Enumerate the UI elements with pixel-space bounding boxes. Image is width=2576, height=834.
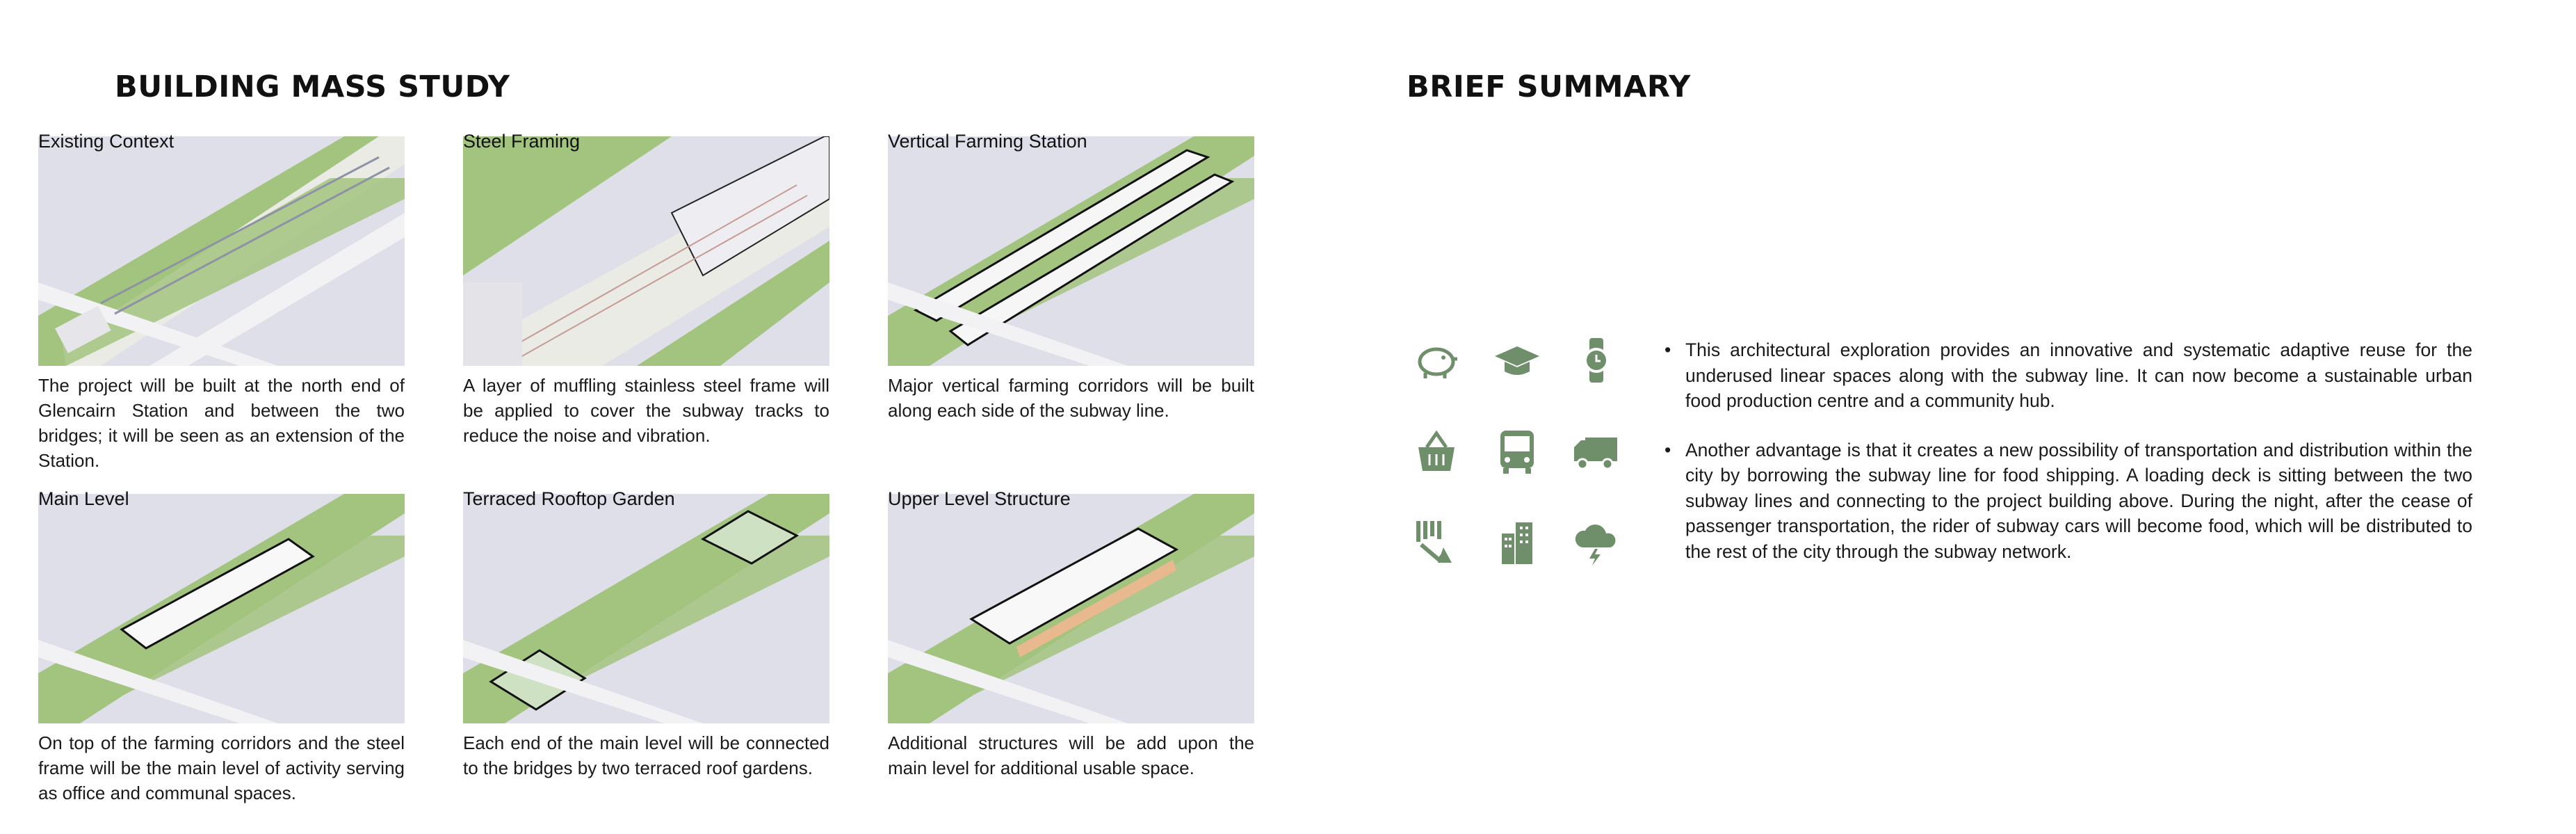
brief-summary-title: BRIEF SUMMARY <box>1407 70 1691 104</box>
vertical-farming-diagram <box>888 136 1254 366</box>
panel-steel-framing: Steel Framing A layer of muffling stainl… <box>463 131 829 448</box>
summary-bullets: This architectural exploration provides … <box>1660 337 2472 588</box>
existing-context-caption: The project will be built at the north e… <box>38 375 405 471</box>
panel-main-level: Main Level On top of the farming corrido… <box>38 488 405 805</box>
existing-context-label: Existing Context <box>38 131 175 152</box>
terraced-garden-drawing <box>463 494 829 723</box>
summary-bullet-2: Another advantage is that it creates a n… <box>1660 438 2472 565</box>
upper-level-label: Upper Level Structure <box>888 488 1071 509</box>
main-level-caption: On top of the farming corridors and the … <box>38 732 405 803</box>
terraced-garden-diagram <box>463 494 829 723</box>
main-level-diagram <box>38 494 405 723</box>
bus-icon <box>1492 426 1542 476</box>
mass-study-title: BUILDING MASS STUDY <box>115 70 510 104</box>
upper-level-drawing <box>888 494 1254 723</box>
summary-bullet-1: This architectural exploration provides … <box>1660 337 2472 414</box>
vertical-farming-drawing <box>888 136 1254 366</box>
vertical-farming-caption: Major vertical farming corridors will be… <box>888 375 1254 421</box>
steel-framing-label: Steel Framing <box>463 131 581 152</box>
existing-context-drawing <box>38 136 405 366</box>
vertical-farming-label: Vertical Farming Station <box>888 131 1087 152</box>
watch-icon <box>1571 335 1621 385</box>
terraced-garden-label: Terraced Rooftop Garden <box>463 488 675 509</box>
existing-context-diagram <box>38 136 405 366</box>
delivery-truck-icon <box>1571 426 1621 476</box>
panel-vertical-farming: Vertical Farming Station Major vertical … <box>888 131 1254 423</box>
panel-existing-context: Existing Context The project will be bui… <box>38 131 405 473</box>
steel-framing-diagram <box>463 136 829 366</box>
main-level-label: Main Level <box>38 488 129 509</box>
upper-level-caption: Additional structures will be add upon t… <box>888 732 1254 778</box>
steel-framing-drawing <box>463 136 829 366</box>
panel-terraced-garden: Terraced Rooftop Garden Each end of the … <box>463 488 829 780</box>
steel-framing-caption: A layer of muffling stainless steel fram… <box>463 375 829 446</box>
graduation-cap-icon <box>1492 335 1542 385</box>
piggy-bank-icon <box>1411 335 1461 385</box>
storm-cloud-icon <box>1571 517 1621 567</box>
falling-chart-icon <box>1411 517 1461 567</box>
terraced-garden-caption: Each end of the main level will be conne… <box>463 732 829 778</box>
shopping-basket-icon <box>1411 426 1461 476</box>
city-buildings-icon <box>1492 517 1542 567</box>
upper-level-diagram <box>888 494 1254 723</box>
panel-upper-level: Upper Level Structure Additional structu… <box>888 488 1254 780</box>
main-level-drawing <box>38 494 405 723</box>
